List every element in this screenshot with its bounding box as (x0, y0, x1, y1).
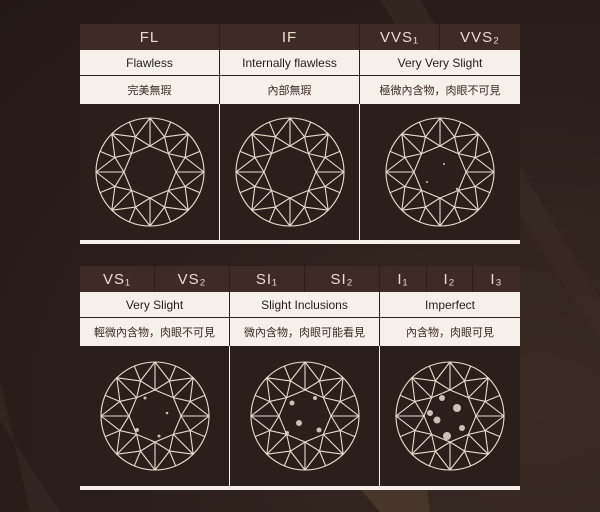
inclusion-mark (433, 416, 441, 424)
grade-i3: I₃ (473, 266, 520, 292)
inclusion-mark (157, 434, 160, 438)
grade-row-bottom: VS₁ VS₂ SI₁ SI₂ I₁ I₂ I₃ (80, 266, 520, 292)
diamond-vs (80, 346, 230, 486)
name-flawless: Flawless (80, 50, 220, 76)
inclusion-mark (455, 187, 459, 191)
name-slight-inclusions: Slight Inclusions (230, 292, 380, 318)
diamond-fl (80, 104, 220, 240)
diamond-vvs (360, 104, 520, 240)
grade-i1: I₁ (380, 266, 427, 292)
cn-very-very-slight: 極微內含物，肉眼不可見 (360, 76, 520, 104)
clarity-panel-bottom: VS₁ VS₂ SI₁ SI₂ I₁ I₂ I₃ Very Slight Sli… (80, 266, 520, 490)
inclusion-mark (443, 163, 445, 165)
inclusion-mark (289, 400, 294, 406)
cn-slight-inclusions: 微內含物，肉眼可能看見 (230, 318, 380, 346)
name-very-slight: Very Slight (80, 292, 230, 318)
grade-fl: FL (80, 24, 220, 50)
diamond-si (230, 346, 380, 486)
clarity-panel-top: FL IF VVS₁ VVS₂ Flawless Internally flaw… (80, 24, 520, 244)
grade-i2: I₂ (427, 266, 473, 292)
inclusion-mark (165, 411, 168, 415)
grade-vs1: VS₁ (80, 266, 155, 292)
cn-flawless: 完美無瑕 (80, 76, 220, 104)
grade-row-top: FL IF VVS₁ VVS₂ (80, 24, 520, 50)
diamond-row-top (80, 104, 520, 240)
diamond-row-bottom (80, 346, 520, 486)
inclusion-mark (316, 427, 321, 433)
grade-vs2: VS₂ (155, 266, 230, 292)
inclusion-mark (312, 396, 317, 400)
inclusion-mark (443, 432, 451, 440)
grade-vvs2: VVS₂ (440, 24, 520, 50)
inclusion-mark (459, 425, 465, 431)
grade-si2: SI₂ (305, 266, 380, 292)
name-very-very-slight: Very Very Slight (360, 50, 520, 76)
cn-imperfect: 內含物，肉眼可見 (380, 318, 520, 346)
inclusion-mark (427, 410, 433, 416)
inclusion-mark (439, 395, 445, 401)
name-internally-flawless: Internally flawless (220, 50, 360, 76)
grade-if: IF (220, 24, 360, 50)
inclusion-mark (295, 420, 302, 426)
name-row-top: Flawless Internally flawless Very Very S… (80, 50, 520, 76)
cn-row-top: 完美無瑕 內部無瑕 極微內含物，肉眼不可見 (80, 76, 520, 104)
cn-row-bottom: 輕微內含物，肉眼不可見 微內含物，肉眼可能看見 內含物，肉眼可見 (80, 318, 520, 346)
inclusion-mark (143, 396, 146, 400)
cn-internally-flawless: 內部無瑕 (220, 76, 360, 104)
inclusion-mark (426, 181, 428, 183)
diamond-i (380, 346, 520, 486)
name-imperfect: Imperfect (380, 292, 520, 318)
inclusion-mark (284, 431, 289, 435)
inclusion-mark (453, 404, 461, 412)
cn-very-slight: 輕微內含物，肉眼不可見 (80, 318, 230, 346)
name-row-bottom: Very Slight Slight Inclusions Imperfect (80, 292, 520, 318)
inclusion-mark (134, 428, 139, 432)
grade-si1: SI₁ (230, 266, 305, 292)
grade-vvs1: VVS₁ (360, 24, 440, 50)
diamond-if (220, 104, 360, 240)
